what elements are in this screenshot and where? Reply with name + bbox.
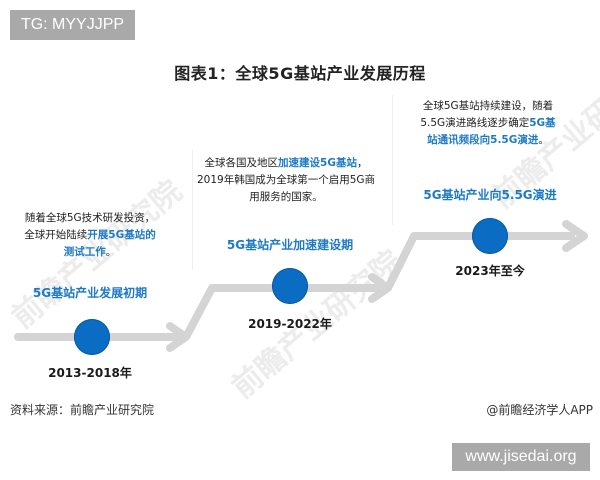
stage-2-marker: [272, 268, 308, 304]
desc-highlight: 5G基站通讯频段向5.5G演进: [427, 117, 556, 146]
site-badge-text: www.jisedai.org: [465, 448, 577, 465]
stage-1-label: 5G基站产业发展初期: [32, 286, 148, 300]
figure-title: 图表1：全球5G基站产业发展历程: [174, 64, 426, 83]
channel-badge-text: TG: MYYJJPP: [20, 16, 125, 33]
stage-3-description: 全球5G基站持续建设，随着5.5G演进路线逐步确定5G基站通讯频段向5.5G演进…: [418, 98, 558, 149]
column-divider: [192, 150, 193, 270]
desc-text: ，2019年韩国成为全球第一个启用5G商用服务的国家。: [196, 157, 376, 203]
stage-2-label: 5G基站产业加速建设期: [226, 238, 354, 252]
desc-text: 。: [105, 246, 117, 258]
desc-text: 。: [538, 134, 549, 146]
desc-highlight: 加速建设5G基站: [278, 157, 357, 169]
desc-text: 全球开始陆续: [24, 229, 88, 241]
stage-1-marker: [74, 319, 110, 355]
stage-3-marker: [472, 218, 508, 254]
source-note: 资料来源：前瞻产业研究院: [10, 403, 155, 417]
site-badge: www.jisedai.org: [452, 443, 590, 471]
desc-text: 全球5G基站持续建设，随着5.5G演进路线逐步确定: [420, 100, 554, 129]
stage-2-year: 2019-2022年: [248, 317, 332, 331]
channel-badge: TG: MYYJJPP: [10, 10, 135, 40]
stage-3-year: 2023年至今: [455, 264, 525, 278]
desc-text: 随着全球5G技术研发投资，: [24, 212, 156, 224]
column-divider: [392, 95, 393, 225]
desc-highlight: 测试工作: [63, 246, 106, 258]
desc-text: 全球各国及地区: [204, 157, 279, 169]
stage-2-description: 全球各国及地区加速建设5G基站，2019年韩国成为全球第一个启用5G商用服务的国…: [196, 155, 376, 206]
stage-1-description: 随着全球5G技术研发投资， 全球开始陆续开展5G基站的 测试工作。: [0, 210, 185, 261]
stage-1-year: 2013-2018年: [48, 366, 132, 380]
credit-note: @前瞻经济学人APP: [486, 403, 593, 417]
desc-highlight: 开展5G基站的: [87, 229, 156, 241]
stage-3-label: 5G基站产业向5.5G演进: [423, 188, 557, 202]
